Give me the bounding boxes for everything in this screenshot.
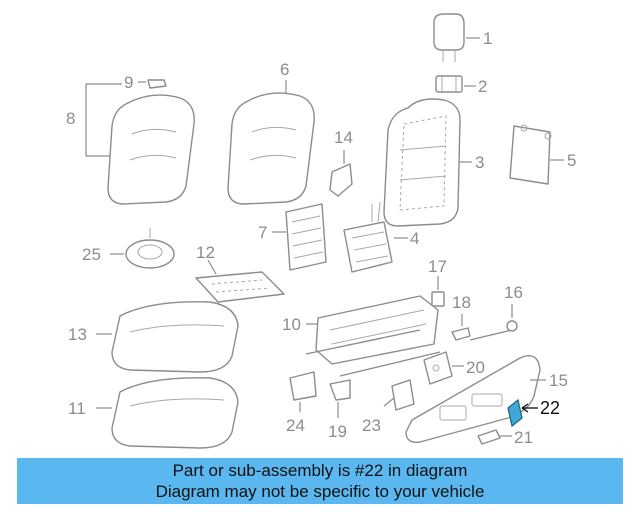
callout-25: 25	[82, 245, 101, 264]
part-speaker	[125, 228, 175, 269]
part-switch-knob-highlighted[interactable]	[507, 398, 523, 428]
part-seat-mat	[343, 201, 393, 273]
part-headrest	[433, 13, 465, 62]
part-knob-21	[477, 429, 501, 445]
callout-24: 24	[286, 416, 305, 435]
part-clip	[147, 79, 167, 89]
callout-15: 15	[549, 371, 568, 390]
callout-14: 14	[334, 128, 353, 147]
caption-banner: Part or sub-assembly is #22 in diagram D…	[17, 458, 623, 504]
caption-line-1: Part or sub-assembly is #22 in diagram	[172, 461, 468, 480]
callout-2: 2	[478, 77, 487, 96]
caption-line-2: Diagram may not be specific to your vehi…	[155, 482, 485, 501]
callout-1: 1	[483, 29, 492, 48]
callout-21: 21	[514, 428, 533, 447]
part-small-bracket	[431, 291, 445, 307]
callout-22-highlighted: 22	[540, 398, 560, 418]
part-cover-24	[289, 371, 317, 401]
part-switch-unit	[423, 351, 453, 385]
callout-12: 12	[196, 243, 215, 262]
callout-9: 9	[124, 73, 133, 92]
part-sensor-pad	[195, 271, 285, 303]
part-rod	[469, 320, 518, 341]
callout-6: 6	[280, 60, 289, 79]
callout-17: 17	[428, 257, 447, 276]
callout-8: 8	[66, 109, 75, 128]
callout-16: 16	[504, 283, 523, 302]
callout-19: 19	[328, 422, 347, 441]
callout-11: 11	[68, 399, 86, 418]
part-lumbar-support	[285, 203, 327, 271]
part-seatback-cover	[227, 92, 315, 205]
part-cushion-pad	[111, 377, 239, 449]
callout-5: 5	[567, 151, 576, 170]
part-clip-18	[451, 327, 471, 341]
callout-20: 20	[466, 358, 485, 377]
part-bracket	[329, 163, 353, 197]
callout-3: 3	[475, 153, 484, 172]
callout-23: 23	[362, 416, 381, 435]
part-motor-23	[391, 379, 415, 411]
part-bracket-19	[329, 379, 351, 401]
part-seatback-frame	[383, 98, 461, 227]
part-seatback-cover-alt	[107, 94, 195, 205]
callout-10: 10	[282, 315, 301, 334]
part-cushion-cover	[111, 301, 239, 373]
callout-7: 7	[258, 223, 267, 242]
part-headrest-guide	[435, 75, 463, 93]
callout-18: 18	[452, 293, 471, 312]
callout-13: 13	[68, 325, 87, 344]
part-seatback-panel	[509, 124, 552, 185]
seat-parts-diagram: 1 2 3 5 6 8 9	[66, 13, 576, 449]
callout-4: 4	[410, 229, 419, 248]
part-seat-frame	[305, 295, 441, 377]
